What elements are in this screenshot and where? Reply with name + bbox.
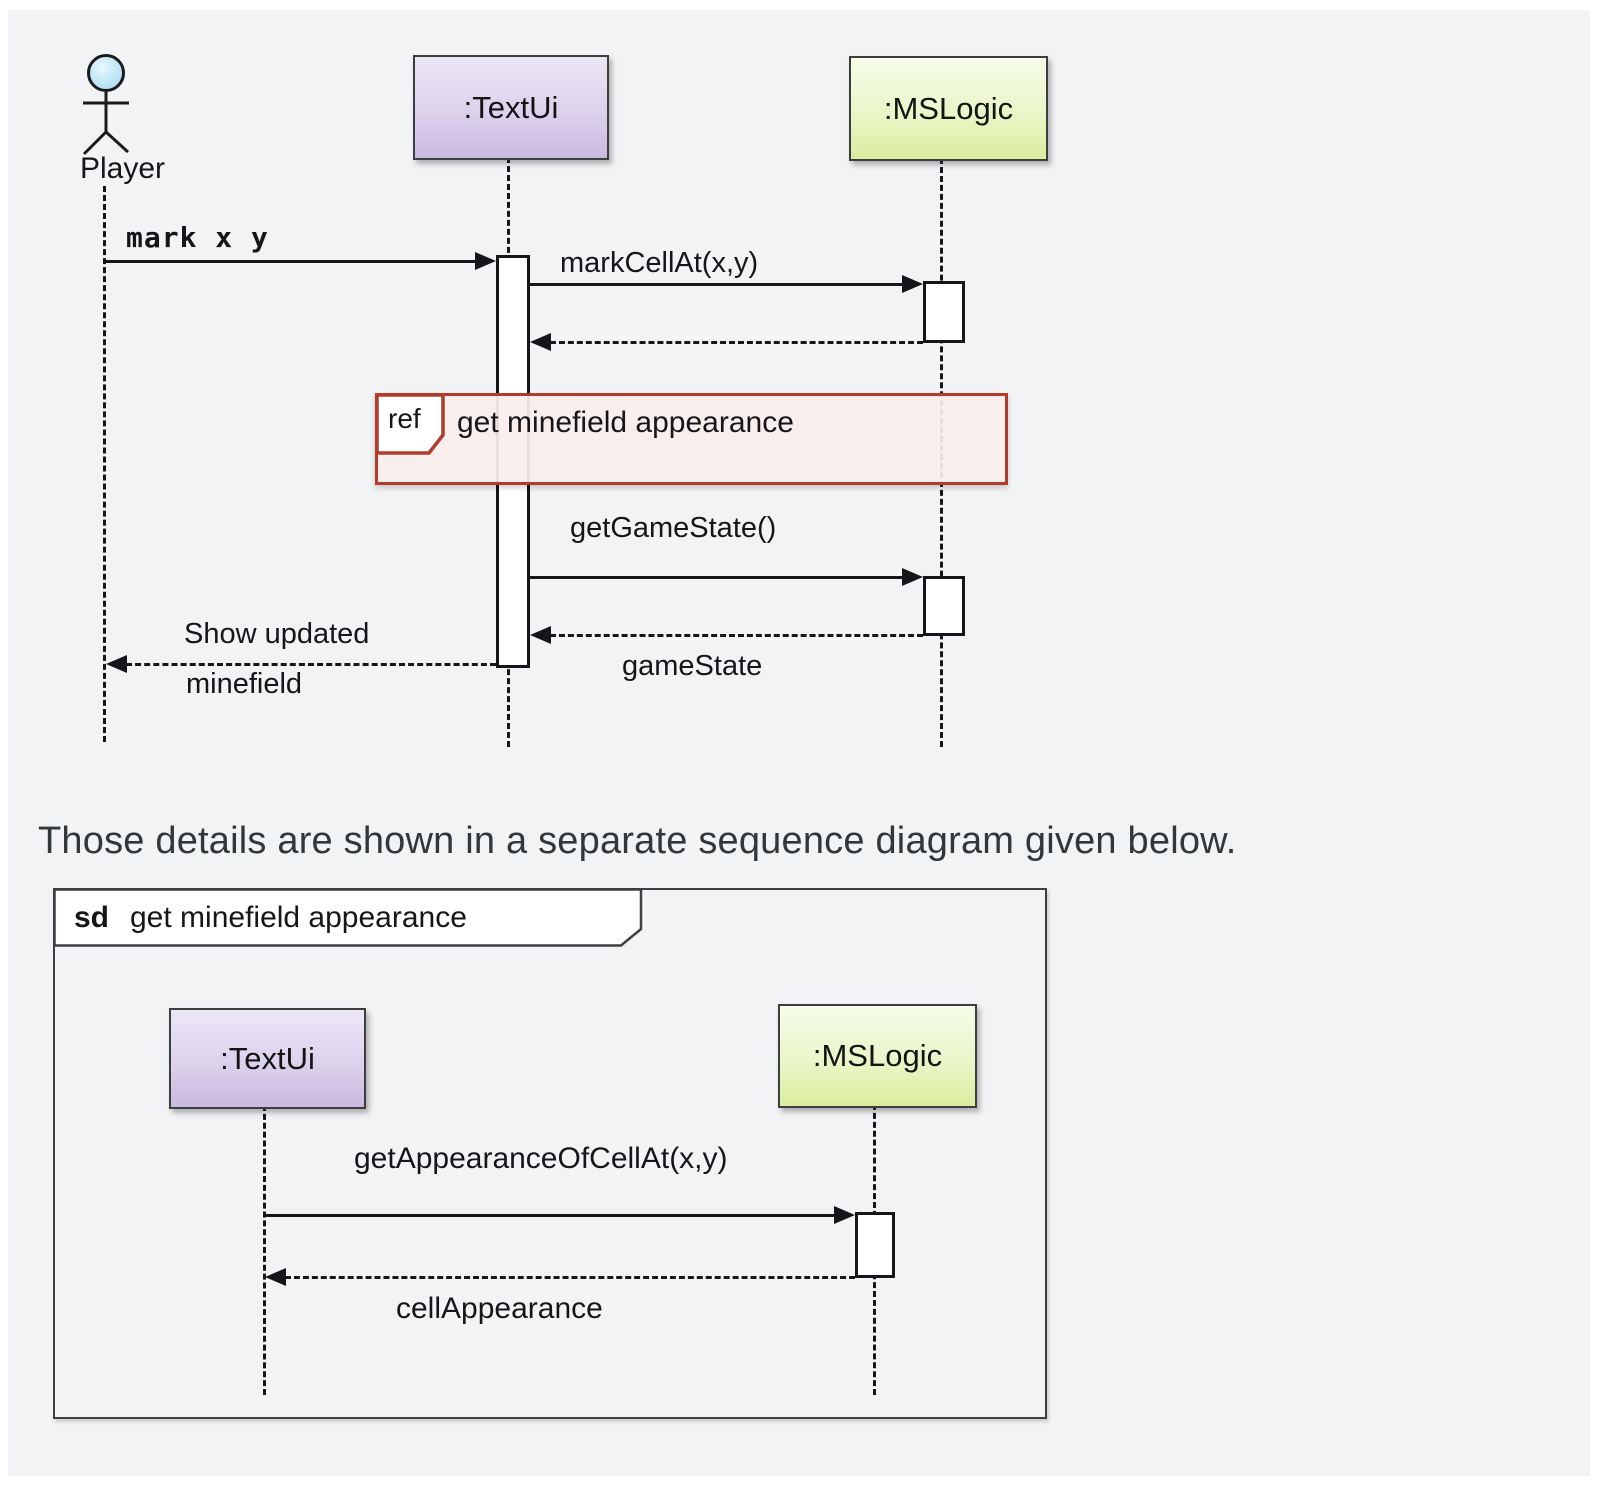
gamestate-return-label: gameState bbox=[622, 650, 763, 682]
cellappearance-return-line bbox=[285, 1276, 855, 1279]
actor-label: Player bbox=[80, 152, 166, 185]
mslogic-participant-label: :MSLogic bbox=[883, 90, 1014, 126]
getappearance-message-label: getAppearanceOfCellAt(x,y) bbox=[354, 1142, 728, 1175]
mslogic-activation-bar-2 bbox=[923, 576, 965, 636]
player-actor-icon bbox=[82, 54, 130, 156]
show-updated-return-arrowhead bbox=[106, 655, 127, 673]
markcellat-message-line bbox=[530, 283, 905, 286]
gamestate-return-line bbox=[550, 634, 923, 637]
sd-frame-keyword: sd bbox=[74, 901, 110, 934]
mark-message-line bbox=[106, 260, 478, 263]
mark-message-label: mark x y bbox=[126, 221, 269, 254]
markcellat-message-label: markCellAt(x,y) bbox=[560, 247, 759, 279]
markcellat-return-line bbox=[550, 341, 923, 344]
getgamestate-message-line bbox=[530, 576, 905, 579]
sub-mslogic-participant-label: :MSLogic bbox=[812, 1038, 943, 1073]
sub-textui-participant-label: :TextUi bbox=[220, 1040, 315, 1076]
sd-frame-title: get minefield appearance bbox=[130, 901, 467, 934]
mark-message-arrowhead bbox=[475, 252, 496, 270]
page-background bbox=[8, 10, 1590, 1476]
caption-text: Those details are shown in a separate se… bbox=[38, 820, 1237, 862]
show-updated-label-line2: minefield bbox=[186, 668, 303, 700]
gamestate-return-arrowhead bbox=[530, 626, 551, 644]
sub-mslogic-participant-box: :MSLogic bbox=[778, 1004, 977, 1108]
show-updated-return-line bbox=[126, 663, 496, 666]
markcellat-return-arrowhead bbox=[530, 333, 551, 351]
ref-keyword: ref bbox=[388, 403, 421, 434]
textui-participant-box: :TextUi bbox=[413, 55, 609, 160]
player-lifeline bbox=[103, 186, 106, 742]
sub-mslogic-activation-bar bbox=[855, 1212, 895, 1278]
ref-fragment-box bbox=[375, 393, 1008, 485]
getappearance-message-line bbox=[265, 1214, 835, 1217]
cellappearance-return-arrowhead bbox=[265, 1268, 286, 1286]
cellappearance-return-label: cellAppearance bbox=[396, 1292, 603, 1325]
sub-textui-lifeline bbox=[263, 1105, 266, 1395]
ref-fragment-label: get minefield appearance bbox=[457, 406, 794, 439]
sd-frame-tab bbox=[53, 888, 643, 947]
mslogic-participant-box: :MSLogic bbox=[849, 56, 1048, 161]
getgamestate-message-arrowhead bbox=[902, 568, 923, 586]
sub-textui-participant-box: :TextUi bbox=[169, 1008, 366, 1109]
show-updated-label-line1: Show updated bbox=[184, 618, 370, 650]
getgamestate-message-label: getGameState() bbox=[570, 512, 777, 544]
textui-participant-label: :TextUi bbox=[463, 89, 559, 125]
getappearance-message-arrowhead bbox=[834, 1206, 855, 1224]
ref-fragment-tab bbox=[375, 393, 445, 455]
markcellat-message-arrowhead bbox=[902, 275, 923, 293]
mslogic-activation-bar-1 bbox=[923, 281, 965, 343]
